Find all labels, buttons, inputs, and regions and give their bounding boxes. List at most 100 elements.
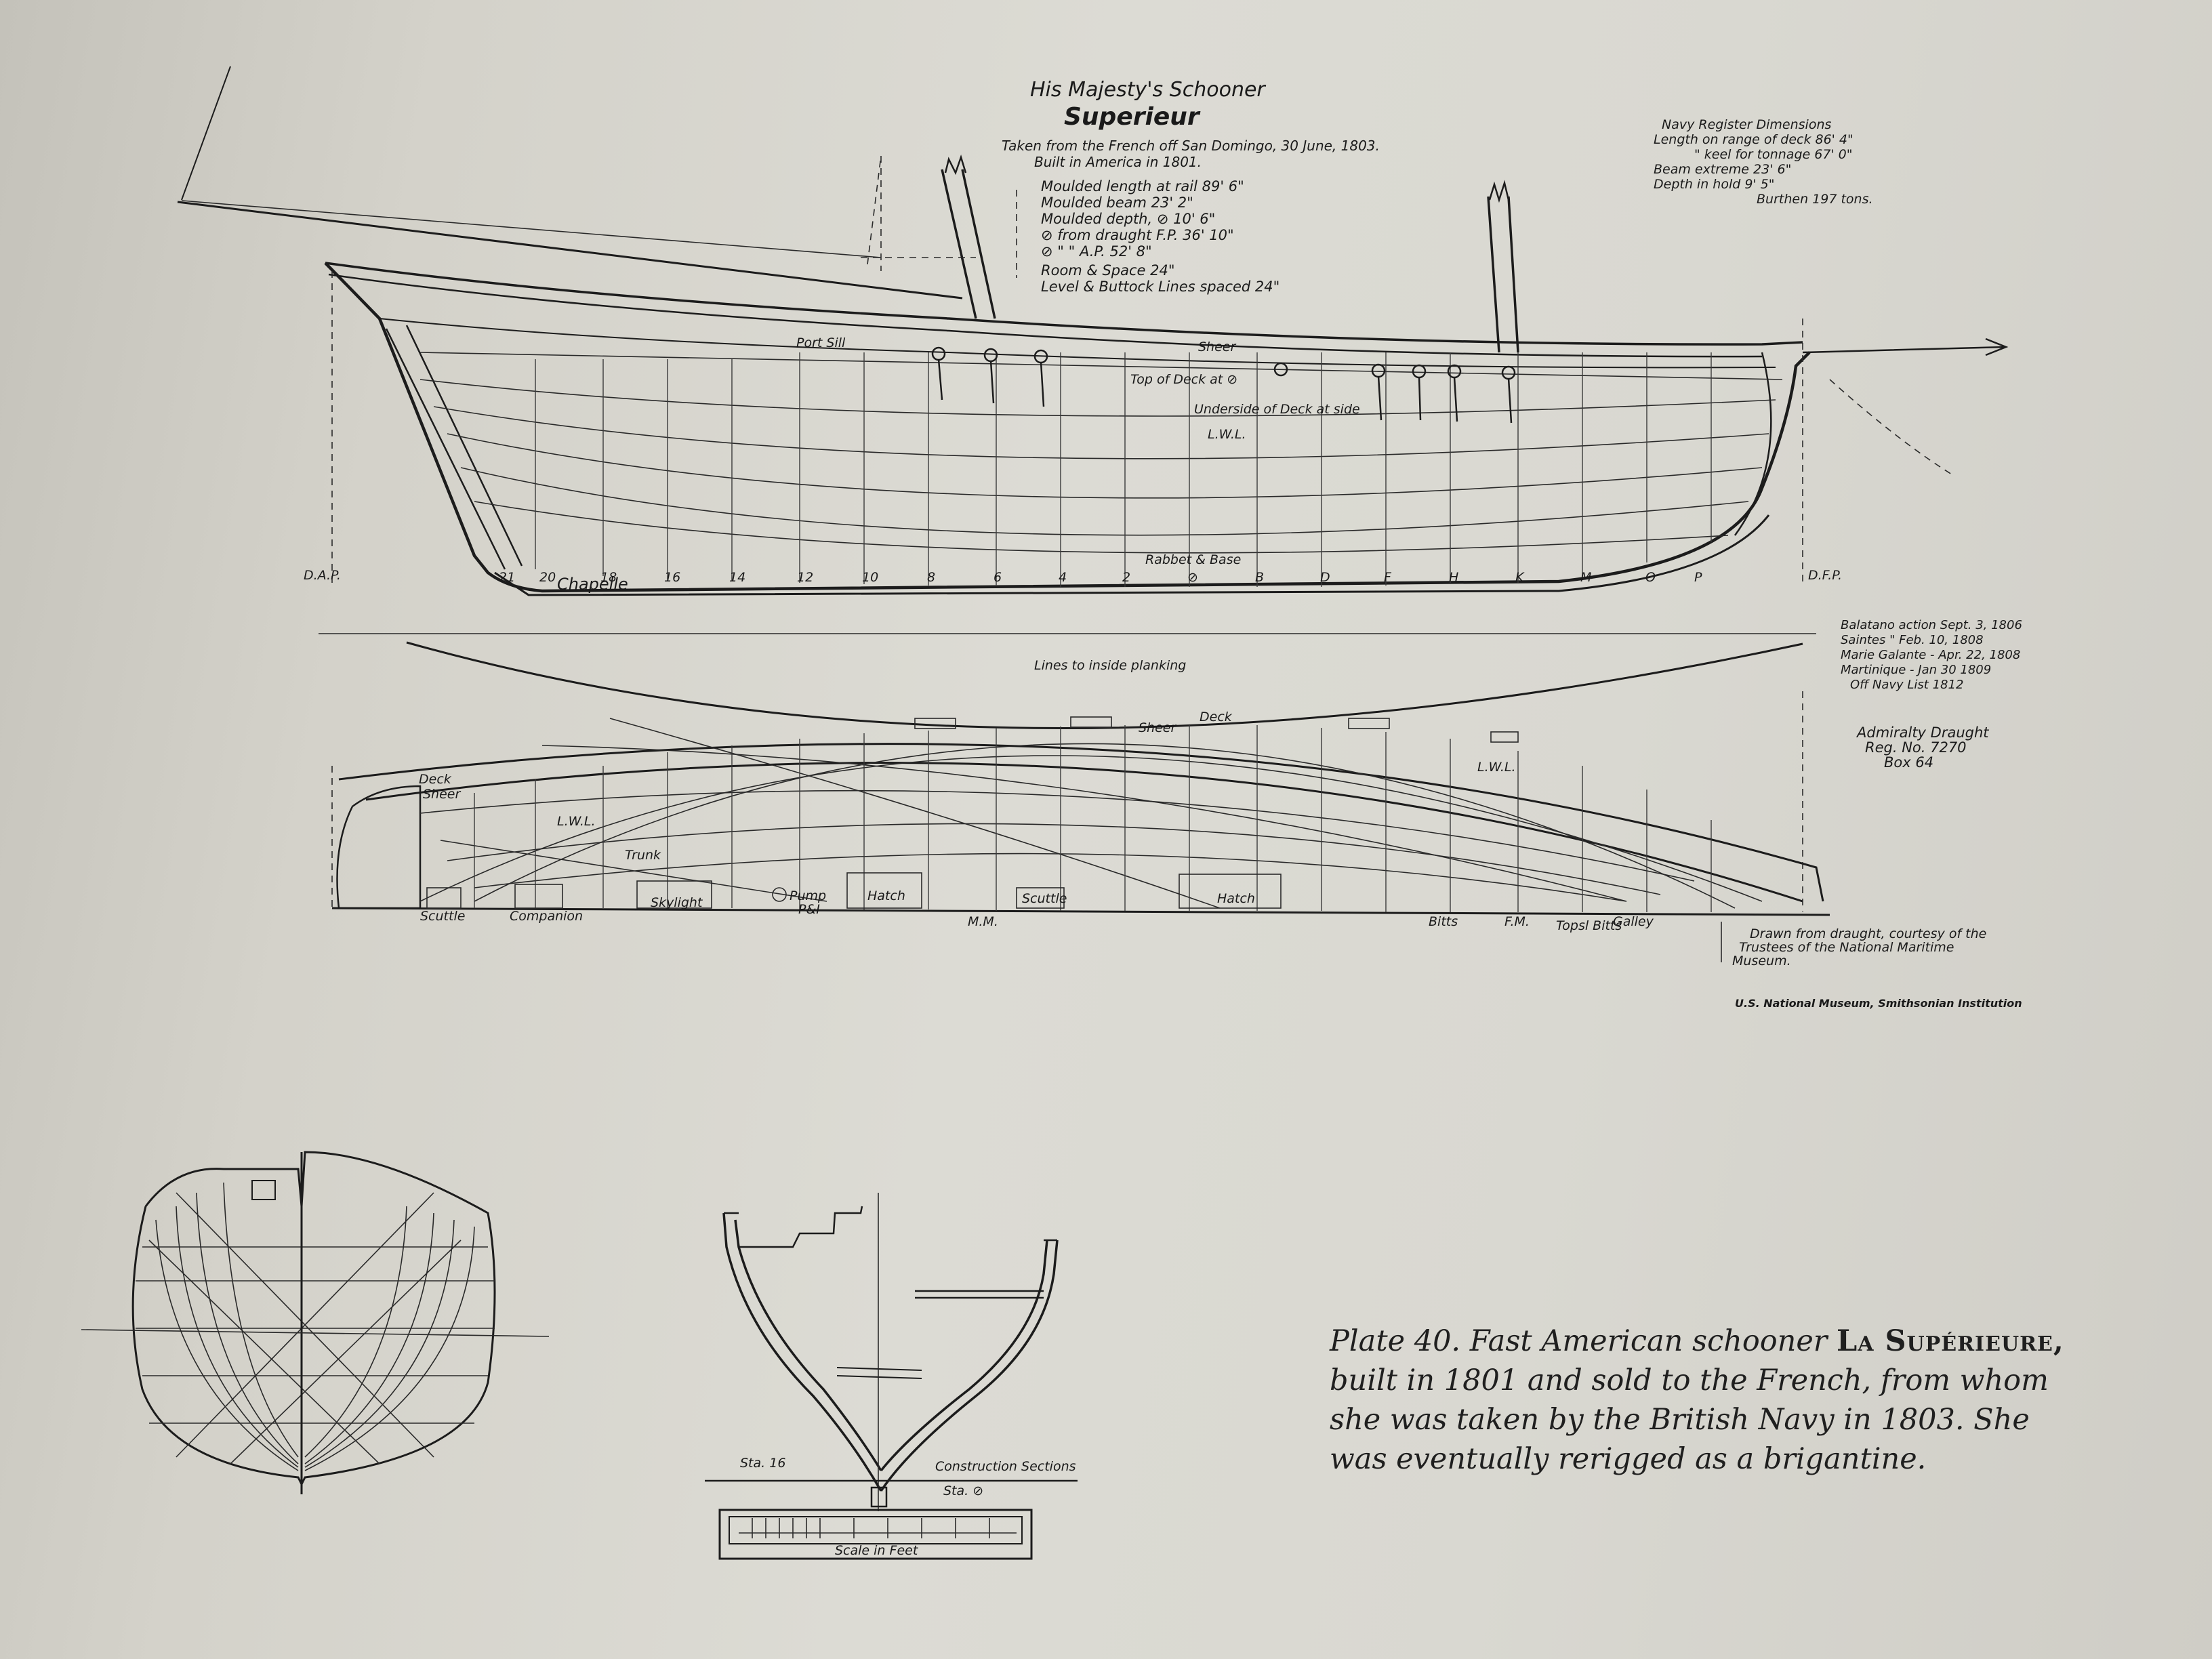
register-line: Burthen 197 tons.: [1757, 192, 1873, 207]
station-number: F: [1384, 570, 1392, 585]
moulded-dimensions: Moulded length at rail 89' 6" Moulded be…: [1041, 178, 1279, 295]
station-number: 21: [499, 570, 515, 585]
deck-item-label: Companion: [510, 909, 583, 924]
station-number: 12: [797, 570, 813, 585]
station-number: K: [1515, 570, 1525, 585]
rabbet-label: Rabbet & Base: [1145, 552, 1241, 567]
station-number: ⊘: [1187, 570, 1198, 585]
deck-item-label: Pump: [790, 888, 826, 903]
plan-deck-aft-label: Deck: [419, 772, 452, 787]
plate-caption: Plate 40. Fast American schooner La Supé…: [1330, 1322, 2095, 1479]
deck-item-label: Hatch: [867, 888, 905, 903]
section-labels: Construction Sections Sta. 16 Sta. ⊘ Sca…: [740, 1456, 1076, 1558]
action-line: Off Navy List 1812: [1850, 678, 1963, 692]
deck-item-label: Topsl Bitts: [1556, 918, 1622, 933]
admiralty-reference: Admiralty Draught Reg. No. 7270 Box 64: [1856, 724, 1989, 771]
dimension-line: ⊘ from draught F.P. 36' 10": [1041, 227, 1234, 243]
ship-name: Superieur: [1064, 103, 1201, 131]
title-line-4: Built in America in 1801.: [1034, 154, 1202, 170]
station-number: 20: [539, 570, 556, 585]
station-number: 4: [1059, 570, 1067, 585]
action-line: Balatano action Sept. 3, 1806: [1841, 618, 2022, 632]
caption-ship-name: La Supérieure,: [1837, 1324, 2064, 1358]
station-numbers: 21 20 18 16 14 12 10 8 6 4 2 ⊘ B D F H K M O P: [499, 570, 1702, 585]
register-line: Beam extreme 23' 6": [1654, 162, 1791, 177]
title-line-1: His Majesty's Schooner: [1030, 78, 1266, 102]
station-number: B: [1255, 570, 1264, 585]
station-16-label: Sta. 16: [740, 1456, 785, 1471]
station-0-label: Sta. ⊘: [943, 1483, 983, 1498]
top-of-deck-label: Top of Deck at ⊘: [1130, 372, 1237, 387]
register-line: " keel for tonnage 67' 0": [1694, 147, 1853, 162]
museum-credit: U.S. National Museum, Smithsonian Instit…: [1735, 997, 2022, 1010]
navy-register-block: Navy Register Dimensions Length on range…: [1654, 117, 1873, 207]
deck-item-label: M.M.: [968, 914, 998, 929]
courtesy-line: Drawn from draught, courtesy of the: [1750, 926, 1986, 941]
courtesy-line: Trustees of the National Maritime: [1739, 940, 1954, 955]
plan-lwl-label: L.W.L.: [1477, 760, 1516, 775]
lwl-label: L.W.L.: [1208, 427, 1246, 442]
lines-inside-label: Lines to inside planking: [1034, 658, 1186, 673]
dimension-line: Moulded depth, ⊘ 10' 6": [1041, 211, 1215, 227]
deck-item-label: Hatch: [1217, 891, 1255, 906]
station-number: 2: [1122, 570, 1130, 585]
dfp-label: D.F.P.: [1808, 568, 1842, 583]
dimension-line: Moulded length at rail 89' 6": [1041, 178, 1244, 194]
courtesy-line: Museum.: [1732, 954, 1791, 968]
admiralty-line: Admiralty Draught: [1856, 724, 1989, 741]
station-number: H: [1449, 570, 1458, 585]
deck-item-label: Scuttle: [1022, 891, 1067, 906]
dimension-line: Level & Buttock Lines spaced 24": [1041, 279, 1279, 295]
station-number: 14: [729, 570, 745, 585]
deck-item-label: Bitts: [1429, 914, 1458, 929]
scale-label: Scale in Feet: [835, 1543, 919, 1558]
caption-body: built in 1801 and sold to the French, fr…: [1330, 1364, 2049, 1476]
station-number: 8: [927, 570, 935, 585]
courtesy-note: Drawn from draught, courtesy of the Trus…: [1732, 926, 2022, 1010]
station-number: O: [1645, 570, 1656, 585]
deck-item-label: F.M.: [1504, 914, 1530, 929]
action-line: Saintes " Feb. 10, 1808: [1841, 633, 1984, 647]
deck-item-label: Scuttle: [420, 909, 465, 924]
admiralty-line: Reg. No. 7270: [1865, 739, 1967, 756]
plan-lwl-aft-label: L.W.L.: [557, 814, 596, 829]
half-breadth-plan: [331, 641, 1830, 962]
profile-labels: Port Sill Sheer Top of Deck at ⊘ Undersi…: [304, 335, 1842, 594]
plan-labels: Lines to inside planking Deck Sheer L.W.…: [419, 658, 1654, 933]
sheer-label: Sheer: [1198, 340, 1236, 354]
admiralty-line: Box 64: [1884, 754, 1933, 771]
station-number: P: [1694, 570, 1702, 585]
construction-sections-label: Construction Sections: [935, 1459, 1076, 1474]
station-number: 10: [862, 570, 878, 585]
action-history: Balatano action Sept. 3, 1806 Saintes " …: [1841, 618, 2022, 692]
plan-sheer-label: Sheer: [1139, 720, 1176, 735]
body-plan: [81, 1151, 550, 1494]
underside-deck-label: Underside of Deck at side: [1194, 402, 1360, 417]
station-number: M: [1580, 570, 1591, 585]
deck-item-label: Skylight: [651, 895, 703, 910]
action-line: Marie Galante - Apr. 22, 1808: [1841, 648, 2020, 662]
station-number: 16: [664, 570, 680, 585]
caption-prefix: Plate 40. Fast American schooner: [1330, 1324, 1837, 1358]
dimension-line: ⊘ " " A.P. 52' 8": [1041, 243, 1152, 260]
station-number: D: [1320, 570, 1330, 585]
draftsman-signature: Chapelle: [557, 575, 628, 594]
plan-sheer-aft-label: Sheer: [423, 787, 461, 802]
dap-label: D.A.P.: [304, 568, 341, 583]
trunk-label: Trunk: [625, 848, 661, 863]
dimension-line: Room & Space 24": [1041, 262, 1175, 279]
construction-sections: [705, 1193, 1078, 1560]
register-line: Depth in hold 9' 5": [1654, 177, 1775, 192]
deck-item-label: Galley: [1613, 914, 1654, 929]
pump-sub-label: P&I: [798, 902, 820, 917]
station-number: 18: [600, 570, 617, 585]
station-number: 6: [994, 570, 1002, 585]
title-line-3: Taken from the French off San Domingo, 3…: [1002, 138, 1380, 154]
register-line: Navy Register Dimensions: [1662, 117, 1831, 132]
action-line: Martinique - Jan 30 1809: [1841, 663, 1991, 677]
plan-deck-label: Deck: [1200, 710, 1233, 724]
port-sill-label: Port Sill: [796, 335, 846, 350]
title-block: His Majesty's Schooner Superieur Taken f…: [1002, 78, 1380, 170]
